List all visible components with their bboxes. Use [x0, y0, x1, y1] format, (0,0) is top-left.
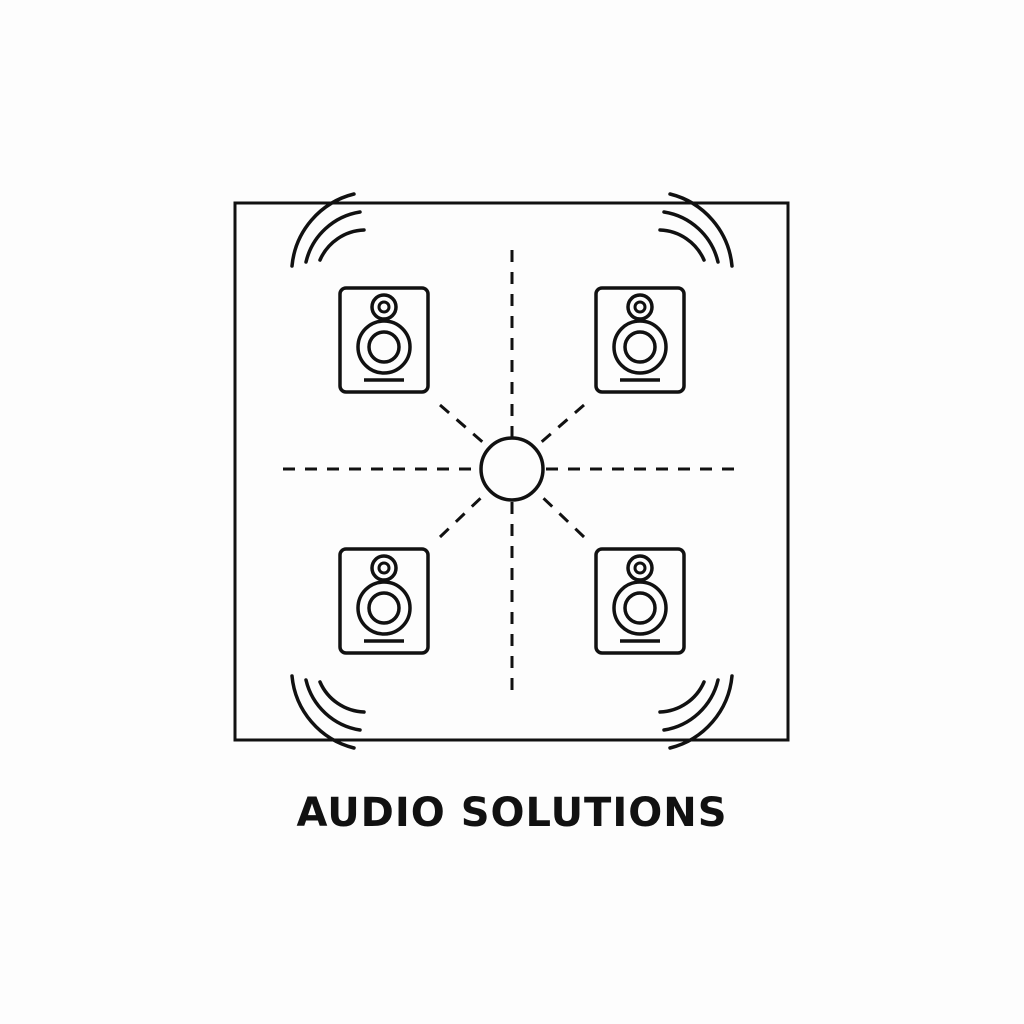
sound-waves-icon: [658, 192, 734, 268]
speaker-top-right: [594, 192, 734, 394]
room-frame: [233, 201, 790, 742]
sound-waves-icon: [658, 674, 734, 750]
speaker-bottom-left: [290, 547, 430, 750]
sound-waves-icon: [290, 192, 366, 268]
listener-circle: [479, 436, 545, 502]
brand-title: AUDIO SOLUTIONS: [296, 790, 728, 836]
speaker-top-left: [290, 192, 430, 394]
guide-lines: [283, 250, 742, 692]
sound-waves-icon: [290, 674, 366, 750]
speaker-bottom-right: [594, 547, 734, 750]
